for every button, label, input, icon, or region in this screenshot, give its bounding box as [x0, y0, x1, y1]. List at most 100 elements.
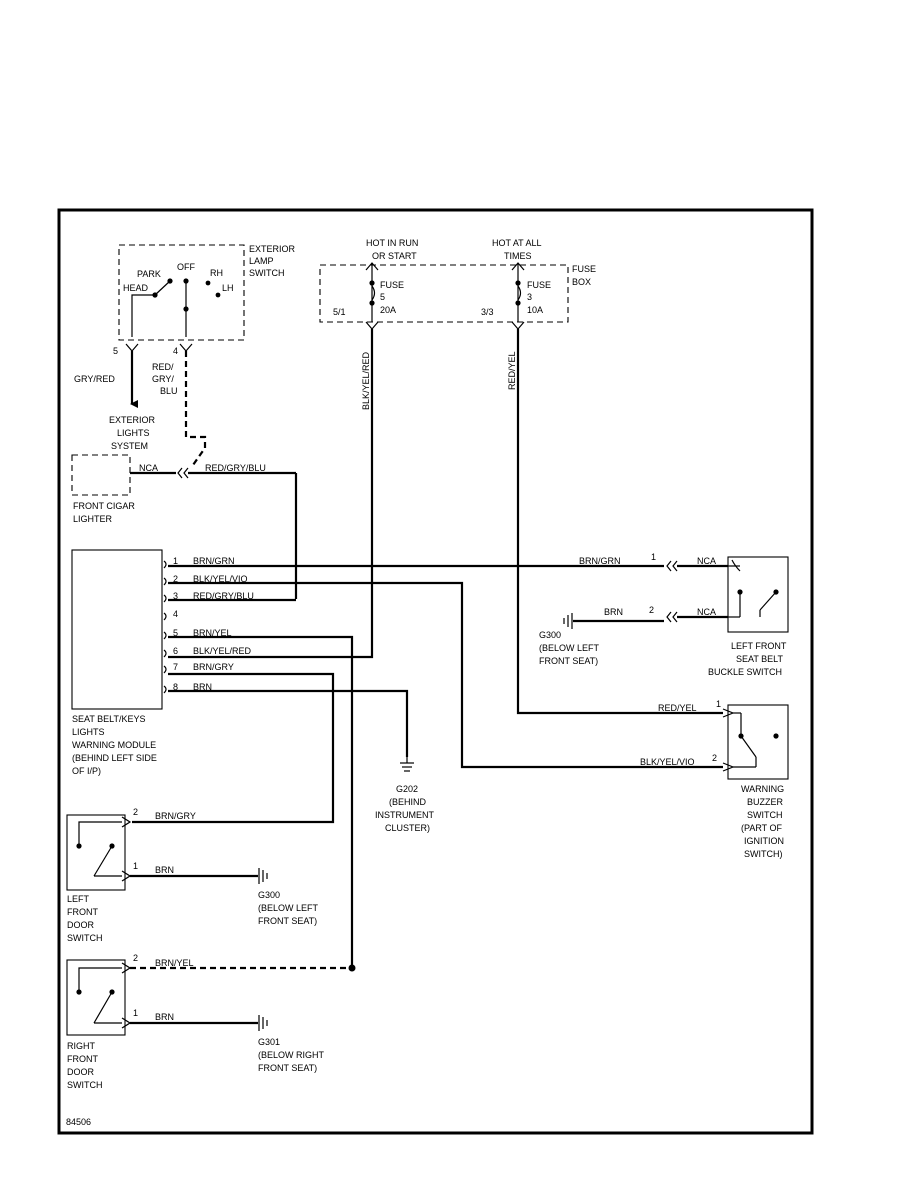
fuse5-label-2: 5: [380, 292, 385, 302]
wire-brn-g202: [168, 689, 409, 757]
hot-all-2: TIMES: [504, 251, 532, 261]
module-pin7-wire: BRN/GRY: [193, 662, 234, 672]
pin5-label: 5: [113, 346, 118, 356]
right-door-label-2: FRONT: [67, 1054, 98, 1064]
module-pin1-wire: BRN/GRN: [193, 556, 235, 566]
off-label: OFF: [177, 262, 195, 272]
blk-yel-red-label: BLK/YEL/RED: [361, 351, 371, 410]
module-label-2: LIGHTS: [72, 727, 105, 737]
module-pin6-num: 6: [173, 646, 178, 656]
g202-ground: G202 (BEHIND INSTRUMENT CLUSTER): [375, 757, 434, 833]
buzzer-label-6: SWITCH): [744, 849, 783, 859]
warning-buzzer-switch: WARNING BUZZER SWITCH (PART OF IGNITION …: [640, 699, 789, 859]
g202-label-3: INSTRUMENT: [375, 810, 434, 820]
fuse5-pin-label: 5/1: [333, 307, 346, 317]
g301-label-1: G301: [258, 1037, 280, 1047]
buckle-pin1-num: 1: [651, 552, 656, 562]
buckle-pin2-wire: BRN: [604, 607, 623, 617]
fuse5-top-contact: [369, 280, 375, 286]
lh-label: LH: [222, 283, 234, 293]
diagram-frame: [57, 208, 814, 1135]
g301-label-3: FRONT SEAT): [258, 1063, 317, 1073]
left-front-seat-belt-buckle-switch: LEFT FRONT SEAT BELT BUCKLE SWITCH NCA N…: [579, 552, 789, 677]
switch-title-3: SWITCH: [249, 268, 285, 278]
buckle-label-2: SEAT BELT: [736, 654, 784, 664]
switch-title-2: LAMP: [249, 256, 274, 266]
g202-label-4: CLUSTER): [385, 823, 430, 833]
module-label-5: OF I/P): [72, 766, 101, 776]
fuse3-label-1: FUSE: [527, 280, 551, 290]
left-door-label-2: FRONT: [67, 907, 98, 917]
right-door-label-1: RIGHT: [67, 1041, 96, 1051]
buckle-pin1-wire: BRN/GRN: [579, 556, 621, 566]
rh-label: RH: [210, 268, 223, 278]
module-pin8-wire: BRN: [193, 682, 212, 692]
connector-4: [179, 343, 193, 352]
g301-label-2: (BELOW RIGHT: [258, 1050, 325, 1060]
buckle-label-1: LEFT FRONT: [731, 641, 787, 651]
pin4-label: 4: [173, 346, 178, 356]
left-door-pin2-wire: BRN/GRY: [155, 811, 196, 821]
fuse5-bottom-contact: [369, 300, 375, 306]
buzzer-label-3: SWITCH: [747, 810, 783, 820]
red-gry-blu-stack-3: BLU: [160, 386, 178, 396]
red-yel-label: RED/YEL: [507, 351, 517, 390]
right-door-pin1-wire: BRN: [155, 1012, 174, 1022]
fuse3-element: [517, 285, 522, 301]
figure-id: 84506: [66, 1117, 91, 1127]
left-door-label-3: DOOR: [67, 920, 95, 930]
fuse5-label-3: 20A: [380, 305, 396, 315]
front-cigar-lighter: FRONT CIGAR LIGHTER NCA RED/GRY/BLU: [71, 454, 296, 524]
wire-red-gry-blu-dashed: [184, 351, 207, 466]
right-front-door-switch: RIGHT FRONT DOOR SWITCH 2 1 BRN/YEL BRN: [66, 953, 194, 1090]
head-label: HEAD: [123, 283, 149, 293]
left-door-label-4: SWITCH: [67, 933, 103, 943]
buzzer-pin2-num: 2: [712, 753, 717, 763]
red-gry-blu-stack-2: GRY/: [152, 374, 174, 384]
g300-seat-ground: G300 (BELOW LEFT FRONT SEAT): [539, 613, 600, 666]
wire-blk-yel-red: [168, 329, 374, 659]
g300-door-label-2: (BELOW LEFT: [258, 903, 319, 913]
left-door-pin1-wire: BRN: [155, 865, 174, 875]
module-pin2-wire: BLK/YEL/VIO: [193, 574, 248, 584]
lh-contact: [215, 292, 221, 298]
left-door-label-1: LEFT: [67, 894, 90, 904]
module-pin2-num: 2: [173, 574, 178, 584]
g300-door-label-3: FRONT SEAT): [258, 916, 317, 926]
module-label-1: SEAT BELT/KEYS: [72, 714, 146, 724]
buzzer-label-2: BUZZER: [747, 797, 784, 807]
switch-title-1: EXTERIOR: [249, 244, 296, 254]
cigar-label-1: FRONT CIGAR: [73, 501, 135, 511]
left-door-pin2-num: 2: [133, 807, 138, 817]
connector-5: [125, 343, 139, 352]
right-door-pin2-wire: BRN/YEL: [155, 958, 194, 968]
fuse3-label-3: 10A: [527, 305, 543, 315]
module-pin6-wire: BLK/YEL/RED: [193, 646, 252, 656]
g301-ground: G301 (BELOW RIGHT FRONT SEAT): [258, 1015, 325, 1073]
rh-contact: [205, 280, 211, 286]
fuse3-bottom-contact: [515, 300, 521, 306]
hot-all-1: HOT AT ALL: [492, 238, 542, 248]
gry-red-label: GRY/RED: [74, 374, 115, 384]
wire-red-yel: [516, 329, 723, 715]
right-door-label-3: DOOR: [67, 1067, 95, 1077]
buzzer-pin1-wire: RED/YEL: [658, 703, 697, 713]
fuse5-element: [371, 285, 376, 301]
module-pin4-num: 4: [173, 609, 178, 619]
wire-brn-gry: [132, 672, 335, 824]
buzzer-pin1-num: 1: [716, 699, 721, 709]
module-pin3-wire: RED/GRY/BLU: [193, 591, 254, 601]
exterior-lights-1: EXTERIOR: [109, 415, 156, 425]
cigar-nca-label: NCA: [139, 463, 158, 473]
fuse5-label-1: FUSE: [380, 280, 404, 290]
fuse3-pin-label: 3/3: [481, 307, 494, 317]
right-door-pin1-num: 1: [133, 1008, 138, 1018]
buckle-pin2-num: 2: [649, 605, 654, 615]
g300-door-ground: G300 (BELOW LEFT FRONT SEAT): [258, 868, 319, 926]
buzzer-label-1: WARNING: [741, 784, 784, 794]
fuse-box-title-2: BOX: [572, 277, 591, 287]
red-gry-blu-stack-1: RED/: [152, 362, 174, 372]
exterior-lights-3: SYSTEM: [111, 441, 148, 451]
wire-brn-yel: [168, 635, 354, 968]
